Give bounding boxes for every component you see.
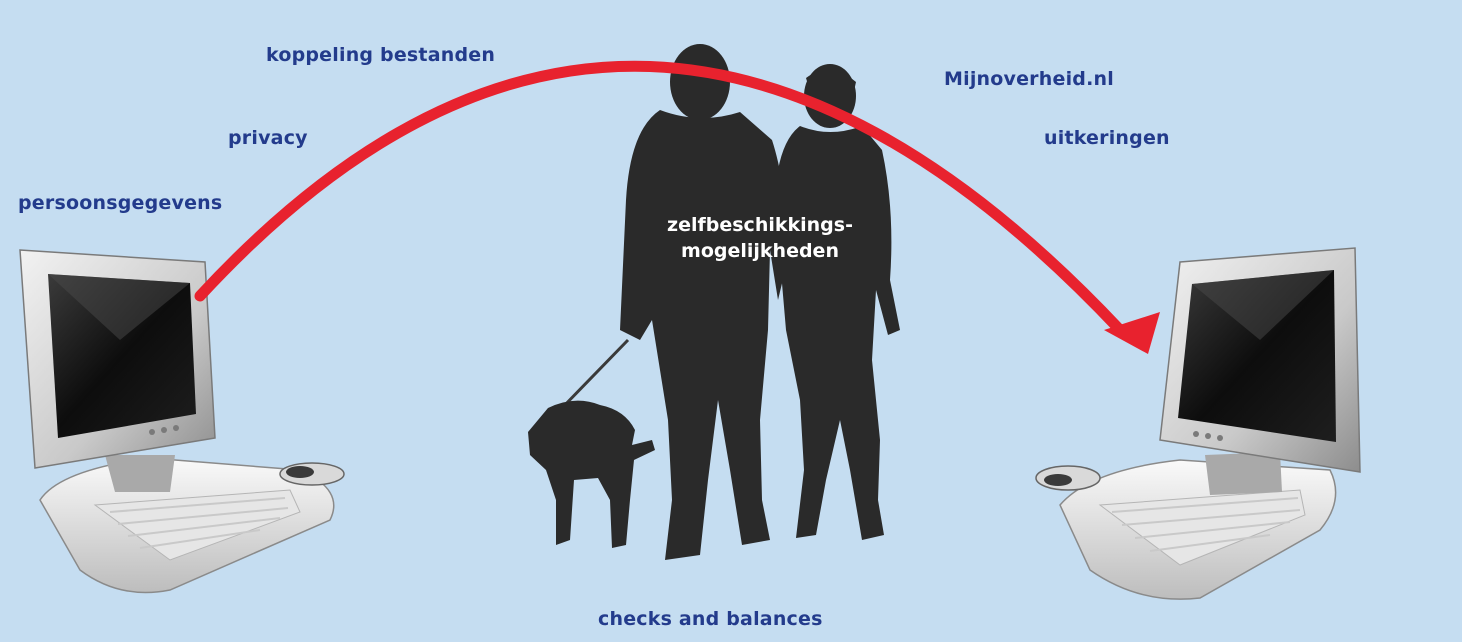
- dog-silhouette-icon: [528, 338, 655, 548]
- center-label: zelfbeschikkings- mogelijkheden: [630, 212, 890, 264]
- center-label-line1: zelfbeschikkings-: [667, 214, 853, 236]
- label-mijnoverheid: Mijnoverheid.nl: [944, 68, 1114, 90]
- center-label-line2: mogelijkheden: [681, 240, 839, 262]
- label-persoonsgegevens: persoonsgegevens: [18, 192, 223, 214]
- label-privacy: privacy: [228, 127, 308, 149]
- label-koppeling-bestanden: koppeling bestanden: [266, 44, 496, 66]
- computer-left-icon: [19, 249, 345, 594]
- label-checks-and-balances: checks and balances: [598, 608, 823, 630]
- label-uitkeringen: uitkeringen: [1044, 127, 1170, 149]
- people-silhouette-icon: [620, 44, 900, 560]
- computer-right-icon: [1035, 247, 1361, 600]
- arrow-icon: [194, 60, 1160, 354]
